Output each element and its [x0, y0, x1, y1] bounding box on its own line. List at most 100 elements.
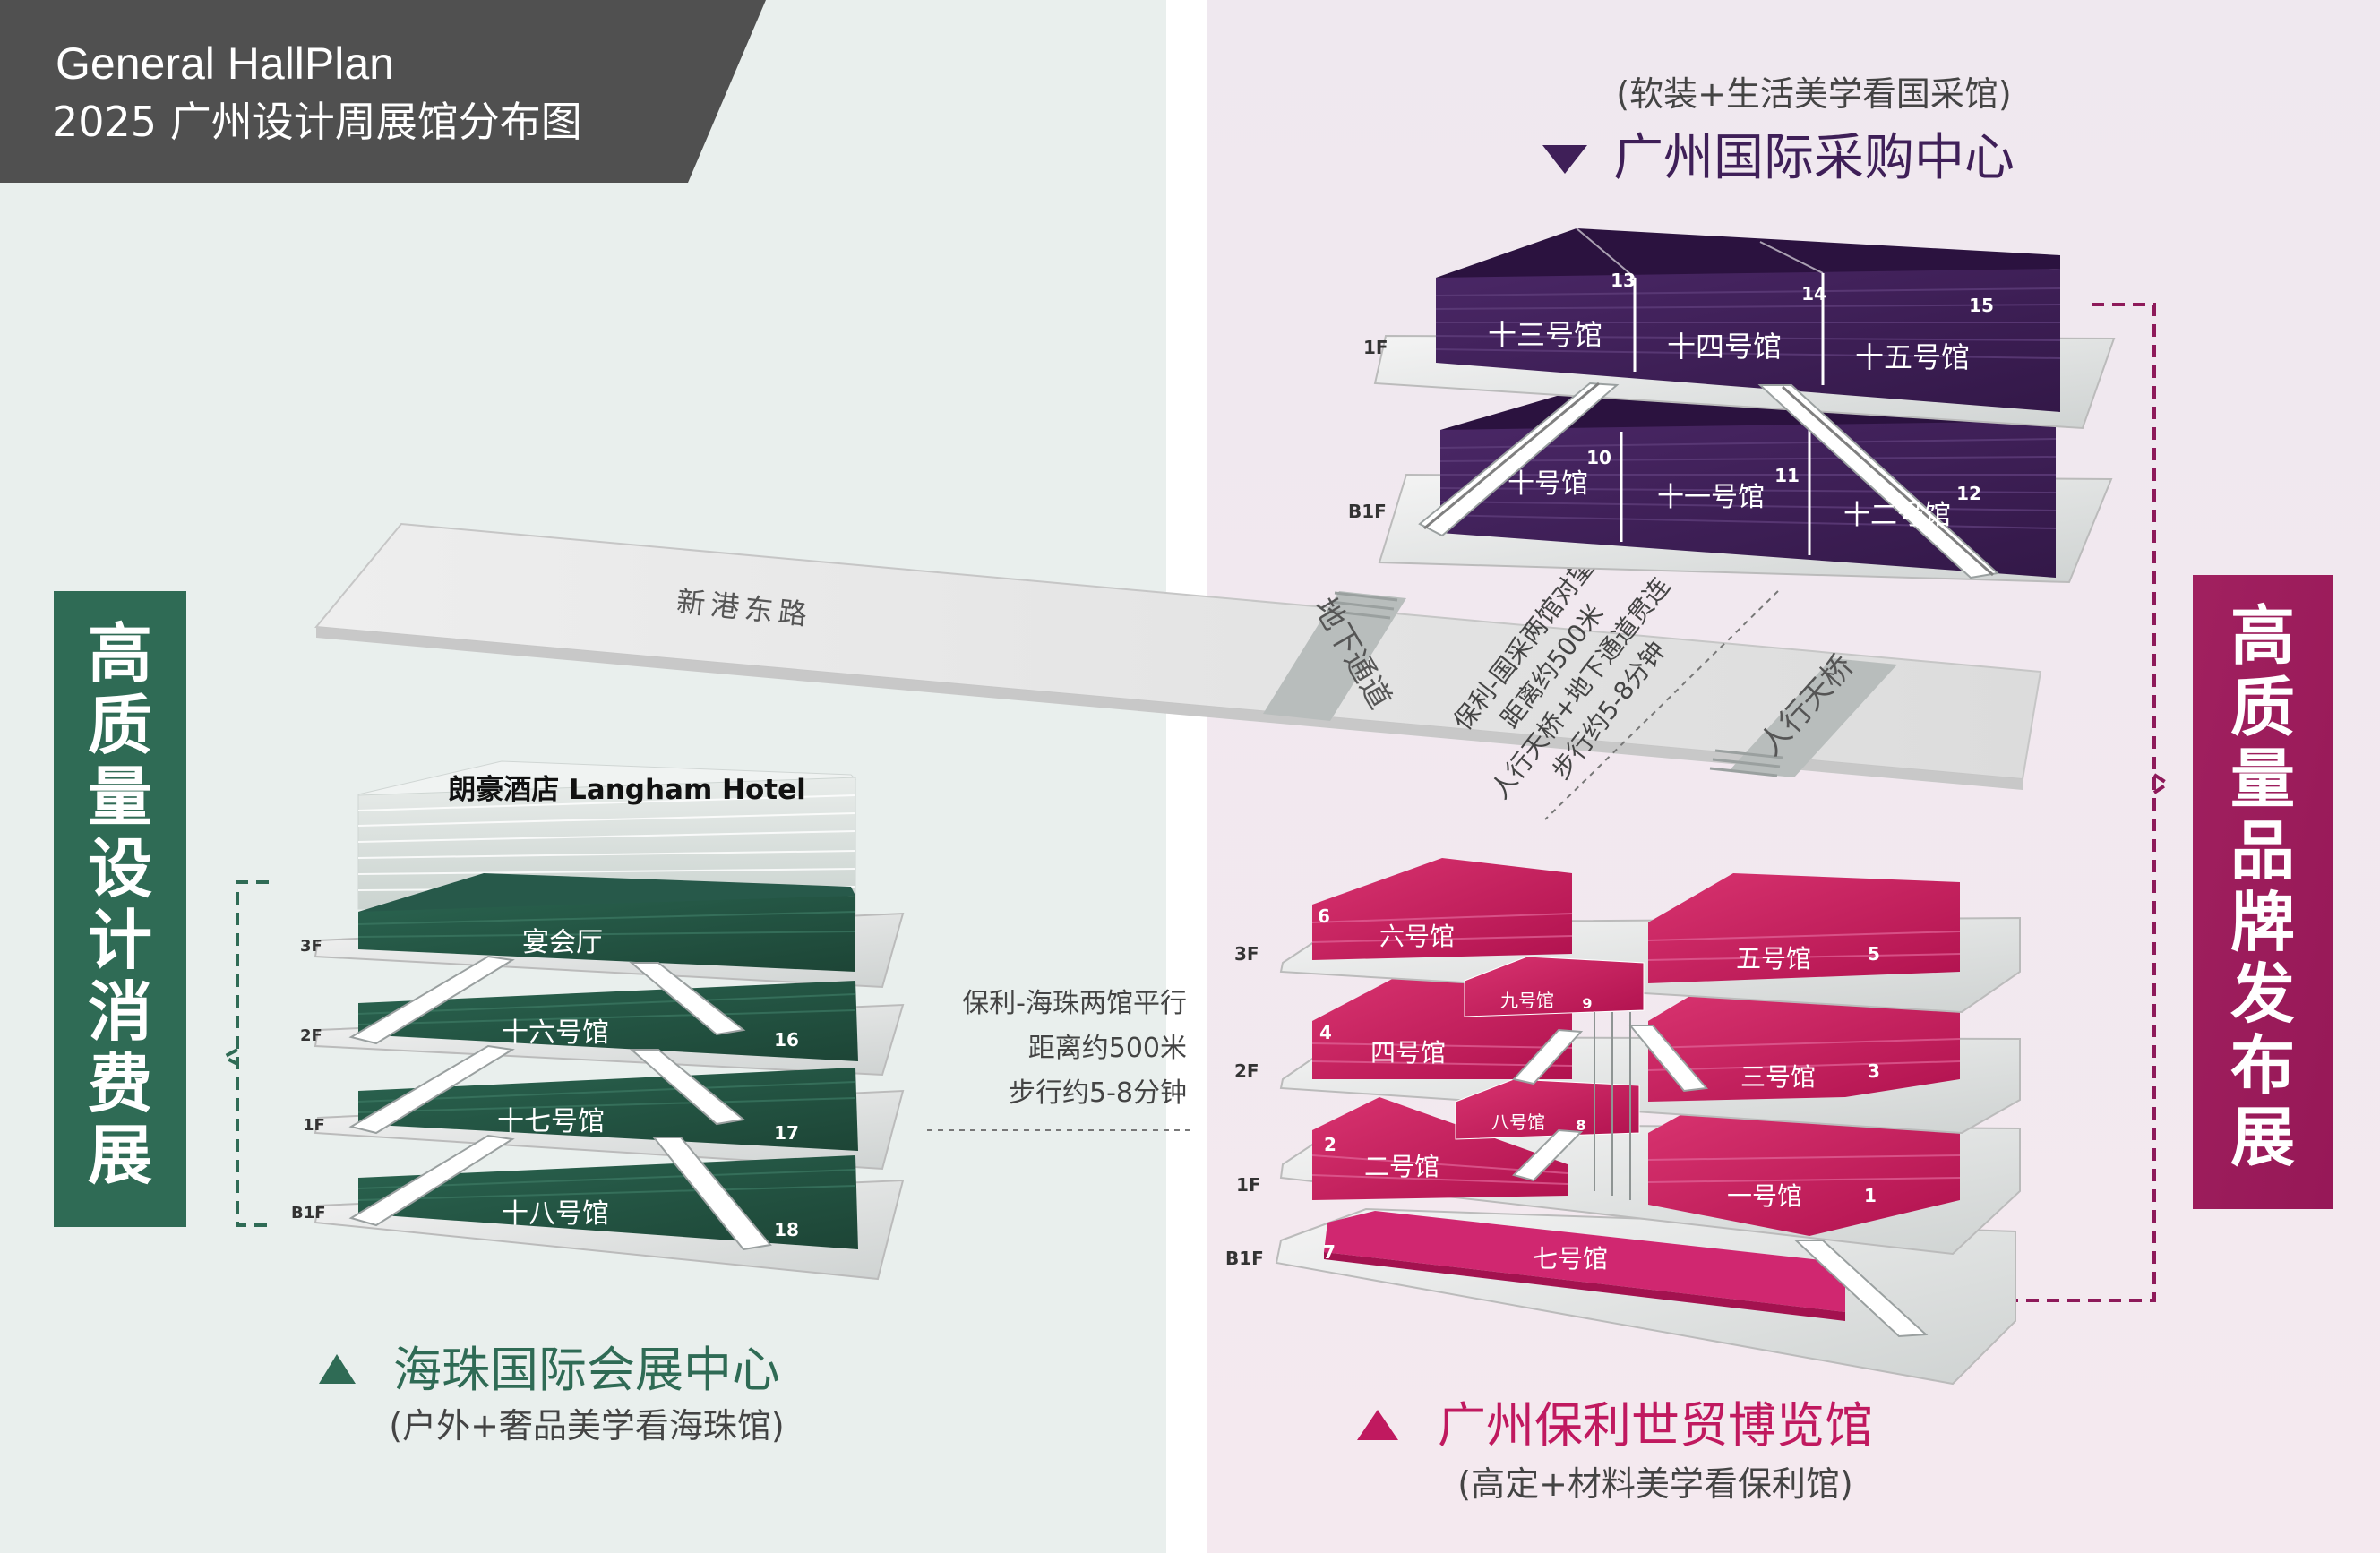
hall-11-label: 十一号馆 [1657, 482, 1765, 513]
purchasing-pointer-icon [1542, 145, 1587, 174]
hall-9-num: 9 [1582, 995, 1592, 1012]
haizhu-banquet-label: 宴会厅 [522, 927, 603, 958]
hall-17-num: 17 [774, 1122, 799, 1144]
right-side-banner-text: 高质量品牌发布展 [2230, 598, 2295, 1175]
hall-15-num: 15 [1969, 295, 1994, 316]
hall-12-label: 十二号馆 [1843, 500, 1951, 531]
hall-6-block [1312, 858, 1572, 960]
poly-atrium [1594, 1012, 1631, 1200]
banner-char: 高 [2230, 598, 2295, 674]
center-gap [1166, 0, 1207, 1553]
hall-9-label: 九号馆 [1500, 990, 1554, 1011]
note-poly-haizhu-2: 距离约500米 [1028, 1033, 1187, 1064]
header-title-cn: 2025 广州设计周展馆分布图 [52, 98, 582, 146]
haizhu-floor-3f: 3F [300, 937, 322, 956]
poly-escalators [1512, 1025, 1929, 1338]
poly-floor-3f: 3F [1234, 943, 1259, 965]
purchasing-subtitle: (软装+生活美学看国采馆) [1616, 74, 2012, 114]
hall-16-block [358, 981, 858, 1061]
hall-16-label: 十六号馆 [502, 1017, 609, 1049]
poly-floor-2f: 2F [1234, 1060, 1259, 1082]
hall-3-label: 三号馆 [1740, 1062, 1816, 1092]
banner-char: 质 [2230, 670, 2295, 745]
underpass-steps [1327, 591, 1398, 620]
poly-pointer-icon [1357, 1410, 1398, 1440]
left-side-banner [54, 591, 186, 1227]
poly-center-building: 七号馆 7 二号馆 2 一号馆 1 四号馆 4 三号馆 3 八号馆 8 六号馆 … [1225, 858, 2021, 1386]
hall-2-label: 二号馆 [1364, 1152, 1439, 1181]
hall-14-num: 14 [1801, 283, 1826, 305]
hall-9-block [1464, 956, 1645, 1017]
hall-10-num: 10 [1586, 447, 1611, 468]
hall-8-num: 8 [1576, 1117, 1585, 1134]
haizhu-floor-2f: 2F [300, 1026, 322, 1045]
hall-14-label: 十四号馆 [1667, 330, 1782, 364]
hall-18-label: 十八号馆 [502, 1198, 609, 1230]
haizhu-center-building: 朗豪酒店 Langham Hotel 宴会厅 十六号馆 16 十七号馆 17 十… [291, 760, 905, 1281]
purchasing-floor-1f: 1F [1363, 337, 1388, 358]
hall-7-block [1324, 1211, 1845, 1312]
purchasing-name: 广州国际采购中心 [1613, 129, 2015, 187]
purchasing-escalator-left [1418, 382, 1620, 537]
left-bracket [219, 880, 269, 1227]
skybridge-steps [1709, 749, 1783, 777]
hall-15-label: 十五号馆 [1855, 340, 1970, 374]
purchasing-floor-b1f: B1F [1348, 501, 1387, 522]
haizhu-floor-b1f: B1F [291, 1204, 326, 1223]
banner-char: 高 [88, 616, 152, 691]
hall-17-label: 十七号馆 [497, 1106, 605, 1137]
right-bracket [2011, 303, 2171, 1302]
haizhu-name: 海珠国际会展中心 [393, 1342, 780, 1398]
note-poly-haizhu-3: 步行约5-8分钟 [1009, 1077, 1187, 1109]
banner-char: 展 [2230, 1100, 2295, 1175]
purchasing-escalator-right [1757, 384, 2000, 579]
hall-13-num: 13 [1611, 270, 1636, 291]
poly-name: 广州保利世贸博览馆 [1438, 1397, 1873, 1454]
header-title-en: General HallPlan [56, 39, 394, 89]
header-banner [0, 0, 766, 183]
hall-6-num: 6 [1318, 905, 1330, 927]
hall-8-block [1455, 1078, 1640, 1140]
banner-char: 牌 [2230, 885, 2295, 960]
note-poly-purchasing-divider [1544, 590, 1779, 820]
hall-10-label: 十号馆 [1508, 468, 1588, 500]
banner-char: 设 [88, 831, 152, 906]
banner-char: 展 [88, 1118, 152, 1193]
hall-7-num: 7 [1323, 1241, 1336, 1263]
hall-8-label: 八号馆 [1491, 1111, 1545, 1133]
hall-2-num: 2 [1324, 1134, 1336, 1155]
haizhu-hotel-label: 朗豪酒店 Langham Hotel [448, 774, 806, 806]
banner-char: 布 [2230, 1028, 2295, 1103]
hall-1-num: 1 [1864, 1185, 1877, 1206]
haizhu-subtitle: (户外+奢品美学看海珠馆) [389, 1406, 785, 1446]
banner-char: 量 [2230, 742, 2295, 817]
hall-18-num: 18 [774, 1219, 799, 1240]
hall-3-num: 3 [1868, 1060, 1880, 1082]
poly-floor-1f: 1F [1236, 1174, 1261, 1196]
poly-floor-b1f: B1F [1225, 1248, 1264, 1269]
hall-13-label: 十三号馆 [1488, 318, 1602, 352]
banner-char: 费 [88, 1046, 152, 1121]
banner-char: 计 [88, 903, 152, 978]
hall-1-label: 一号馆 [1727, 1181, 1802, 1211]
left-side-banner-text: 高质量设计消费展 [88, 616, 152, 1193]
purchasing-center-building: 1F B1F 十三号馆 13 十四号馆 14 十五号馆 15 十号馆 10 十一… [1348, 227, 2116, 584]
banner-char: 品 [2230, 813, 2295, 888]
hall-2-block [1312, 1097, 1568, 1200]
purchasing-1f-block [1436, 269, 2060, 412]
hall-4-num: 4 [1319, 1022, 1332, 1043]
banner-char: 质 [88, 688, 152, 763]
hall-6-label: 六号馆 [1379, 922, 1455, 951]
hall-5-num: 5 [1868, 943, 1880, 965]
hall-11-num: 11 [1774, 465, 1800, 486]
banner-char: 消 [88, 974, 152, 1050]
hall-5-label: 五号馆 [1736, 944, 1811, 974]
banner-char: 发 [2230, 957, 2295, 1032]
hall-4-label: 四号馆 [1370, 1038, 1446, 1068]
haizhu-escalators [348, 955, 772, 1251]
hall-3-block [1648, 994, 1960, 1102]
hall-16-num: 16 [774, 1029, 799, 1051]
underpass [1263, 591, 1406, 721]
